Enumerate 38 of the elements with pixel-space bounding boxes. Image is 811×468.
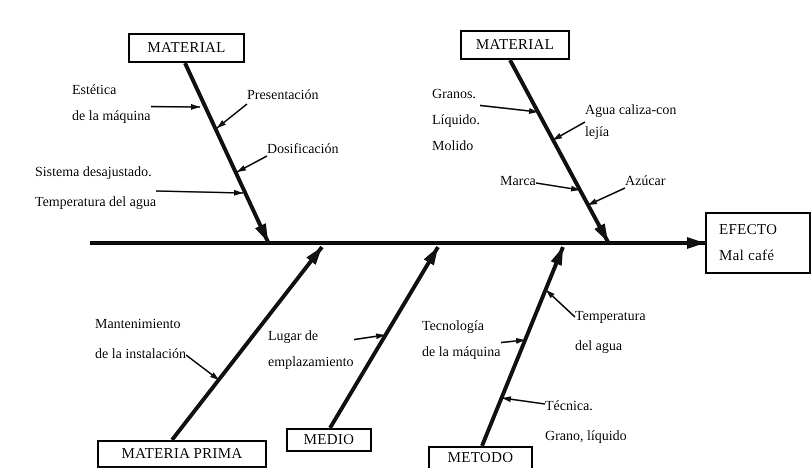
category-box: MATERIAL bbox=[128, 33, 245, 63]
arrow bbox=[508, 59, 610, 243]
arrow bbox=[354, 333, 386, 340]
arrow bbox=[536, 182, 580, 192]
cause-label: Lugar de emplazamiento bbox=[268, 324, 354, 376]
category-box: METODO bbox=[428, 446, 533, 468]
arrow bbox=[552, 121, 586, 141]
arrow bbox=[500, 338, 526, 344]
arrow bbox=[216, 103, 248, 129]
cause-label: Tecnología de la máquina bbox=[422, 314, 501, 366]
arrow bbox=[90, 237, 705, 249]
arrow bbox=[480, 104, 538, 114]
arrow bbox=[328, 246, 440, 430]
cause-label: Estética de la máquina bbox=[72, 78, 151, 130]
cause-label: Agua caliza-con lejía bbox=[585, 100, 676, 144]
arrow bbox=[545, 289, 576, 318]
arrow bbox=[156, 190, 244, 196]
category-box: MATERIAL bbox=[460, 30, 570, 60]
cause-label: Marca bbox=[500, 172, 536, 192]
cause-label: Mantenimiento de la instalación bbox=[95, 310, 186, 370]
cause-label: Azúcar bbox=[625, 172, 666, 192]
cause-label: Técnica. Grano, líquido bbox=[545, 392, 627, 452]
arrow bbox=[236, 155, 268, 173]
cause-label: Granos. Líquido. Molido bbox=[432, 82, 480, 160]
arrow bbox=[151, 104, 200, 110]
arrow bbox=[183, 62, 270, 243]
cause-label: Temperatura del agua bbox=[575, 302, 646, 362]
arrow bbox=[502, 396, 546, 405]
effect-box: EFECTO Mal café bbox=[705, 212, 811, 274]
arrow bbox=[588, 187, 626, 206]
arrow bbox=[170, 246, 324, 442]
cause-label: Sistema desajustado. Temperatura del agua bbox=[35, 158, 156, 218]
arrow bbox=[186, 354, 220, 381]
category-box: MEDIO bbox=[286, 428, 372, 452]
category-box: MATERIA PRIMA bbox=[97, 440, 267, 468]
cause-label: Presentación bbox=[247, 86, 319, 106]
arrow bbox=[480, 246, 565, 447]
cause-label: Dosificación bbox=[267, 140, 339, 160]
